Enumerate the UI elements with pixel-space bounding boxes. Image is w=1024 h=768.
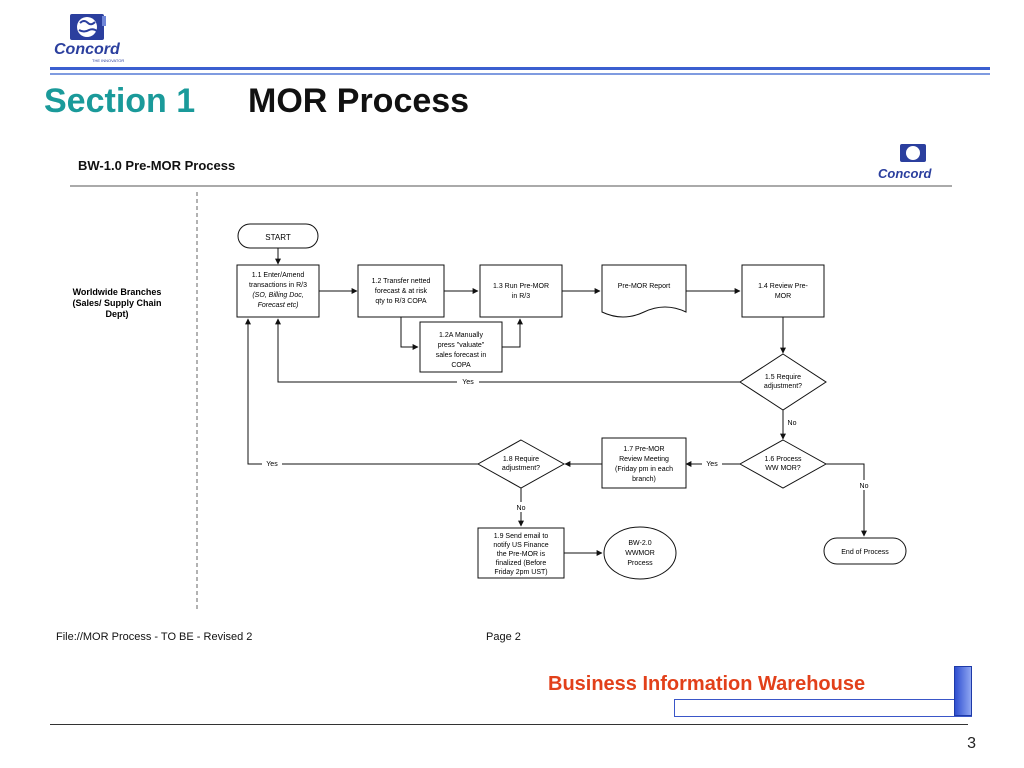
svg-text:in R/3: in R/3: [512, 293, 530, 300]
svg-text:sales forecast in: sales forecast in: [436, 352, 487, 359]
svg-text:press "valuate": press "valuate": [438, 342, 485, 349]
svg-text:adjustment?: adjustment?: [502, 465, 540, 472]
yes-label-1-6: Yes: [706, 461, 718, 468]
decision-1-5: 1.5 Require adjustment?: [739, 353, 827, 411]
svg-text:(Friday pm in each: (Friday pm in each: [615, 466, 673, 473]
step-1-2: 1.2 Transfer netted forecast & at risk q…: [357, 264, 445, 318]
svg-text:(SO, Billing Doc,: (SO, Billing Doc,: [252, 292, 303, 299]
svg-text:COPA: COPA: [451, 362, 471, 369]
connector-bw-2-0: BW-2.0 WWMOR Process: [603, 526, 677, 580]
concord-logo: Concord THE INNOVATOR: [52, 12, 142, 64]
no-label-1-8: No: [517, 505, 526, 512]
svg-text:START: START: [265, 233, 291, 242]
svg-text:WWMOR: WWMOR: [625, 550, 655, 557]
header-rule-secondary: [50, 73, 990, 75]
svg-text:1.4 Review Pre-: 1.4 Review Pre-: [758, 283, 808, 290]
diagram-title: BW-1.0 Pre-MOR Process: [78, 158, 235, 173]
svg-text:1.2A Manually: 1.2A Manually: [439, 332, 483, 339]
svg-text:Process: Process: [627, 560, 653, 567]
svg-text:1.7 Pre-MOR: 1.7 Pre-MOR: [623, 446, 664, 453]
diagram-logo-word: Concord: [878, 166, 933, 181]
no-label-1-6: No: [860, 483, 869, 490]
svg-text:1.8 Require: 1.8 Require: [503, 456, 539, 463]
step-1-9: 1.9 Send email to notify US Finance the …: [477, 527, 565, 579]
svg-text:branch): branch): [632, 476, 656, 483]
svg-text:forecast & at risk: forecast & at risk: [375, 288, 428, 295]
diagram-page-label: Page 2: [486, 631, 521, 643]
step-1-7: 1.7 Pre-MOR Review Meeting (Friday pm in…: [601, 437, 687, 489]
svg-text:notify US Finance: notify US Finance: [493, 542, 548, 549]
start-terminator: START: [237, 223, 319, 249]
step-1-2a: 1.2A Manually press "valuate" sales fore…: [419, 321, 503, 373]
svg-text:Dept): Dept): [106, 309, 129, 319]
svg-text:1.2 Transfer netted: 1.2 Transfer netted: [372, 278, 431, 285]
brand-text: Business Information Warehouse: [548, 673, 866, 695]
concord-logo-icon: Concord THE INNOVATOR: [54, 14, 124, 63]
svg-text:WW MOR?: WW MOR?: [765, 465, 800, 472]
yes-label-1-5: Yes: [462, 379, 474, 386]
logo-word: Concord: [54, 41, 121, 58]
svg-text:Review Meeting: Review Meeting: [619, 456, 669, 463]
step-1-4: 1.4 Review Pre- MOR: [741, 264, 825, 318]
step-1-3: 1.3 Run Pre-MOR in R/3: [479, 264, 563, 318]
svg-text:adjustment?: adjustment?: [764, 383, 802, 390]
footer-rule: [50, 724, 968, 725]
svg-text:(Sales/ Supply Chain: (Sales/ Supply Chain: [72, 298, 161, 308]
section-title: MOR Process: [248, 82, 470, 120]
yes-label-1-8: Yes: [266, 461, 278, 468]
svg-text:1.5 Require: 1.5 Require: [765, 374, 801, 381]
report-document: Pre-MOR Report: [601, 264, 687, 318]
svg-text:End of Process: End of Process: [841, 549, 889, 556]
diagram-logo-icon: Concord: [878, 144, 933, 181]
svg-text:finalized (Before: finalized (Before: [496, 560, 547, 567]
step-1-1: 1.1 Enter/Amend transactions in R/3 (SO,…: [236, 264, 320, 318]
brand-bar-outline: [674, 699, 972, 717]
svg-text:Forecast etc): Forecast etc): [258, 302, 299, 309]
svg-text:1.9 Send email to: 1.9 Send email to: [494, 533, 549, 540]
svg-text:1.3 Run Pre-MOR: 1.3 Run Pre-MOR: [493, 283, 549, 290]
svg-text:Worldwide Branches: Worldwide Branches: [73, 287, 162, 297]
logo-tagline: THE INNOVATOR: [92, 58, 124, 63]
svg-text:1.6 Process: 1.6 Process: [765, 456, 802, 463]
page-number: 3: [967, 735, 976, 752]
flowchart: BW-1.0 Pre-MOR Process Concord Worldwide…: [56, 144, 952, 643]
brand-bar-tab: [954, 666, 972, 716]
section-number: Section 1: [44, 82, 196, 120]
decision-1-6: 1.6 Process WW MOR?: [738, 439, 828, 489]
end-terminator: End of Process: [823, 537, 907, 565]
svg-text:the Pre-MOR is: the Pre-MOR is: [497, 551, 546, 558]
svg-text:qty to R/3 COPA: qty to R/3 COPA: [375, 298, 427, 305]
decision-1-8: 1.8 Require adjustment?: [476, 439, 566, 489]
svg-text:transactions in R/3: transactions in R/3: [249, 282, 307, 289]
header-rule: [50, 67, 990, 70]
svg-text:1.1 Enter/Amend: 1.1 Enter/Amend: [252, 272, 305, 279]
no-label-1-5: No: [788, 420, 797, 427]
lane-label: Worldwide Branches (Sales/ Supply Chain …: [72, 287, 161, 319]
svg-text:Pre-MOR Report: Pre-MOR Report: [618, 283, 671, 290]
svg-text:MOR: MOR: [775, 293, 791, 300]
svg-text:BW-2.0: BW-2.0: [628, 540, 651, 547]
svg-text:Friday 2pm UST): Friday 2pm UST): [494, 569, 547, 576]
diagram-file-path: File://MOR Process - TO BE - Revised 2: [56, 631, 252, 643]
